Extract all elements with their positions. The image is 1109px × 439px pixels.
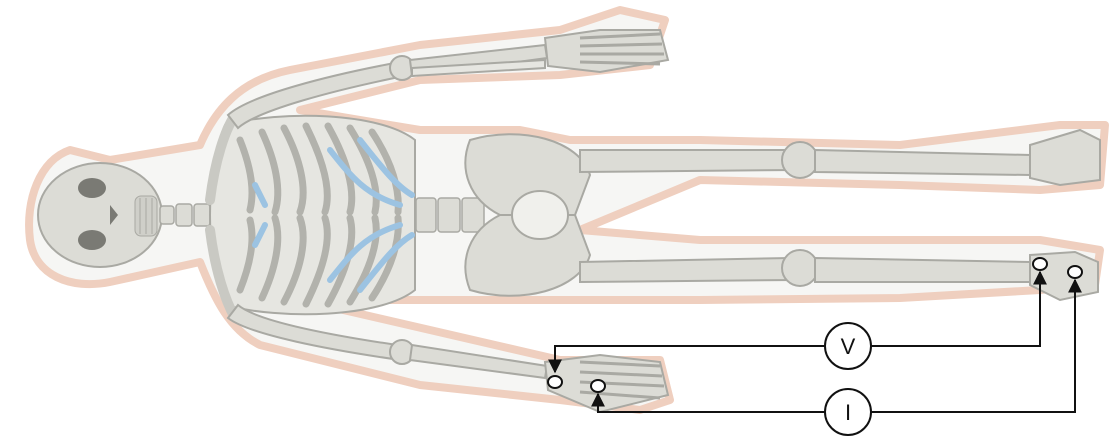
electrode-hand-current bbox=[591, 380, 605, 392]
rib-cage bbox=[210, 116, 415, 315]
ammeter: I bbox=[825, 389, 871, 435]
skull bbox=[38, 163, 162, 267]
ammeter-label: I bbox=[845, 400, 851, 425]
voltmeter-label: V bbox=[841, 334, 856, 359]
electrode-foot-current bbox=[1068, 266, 1082, 278]
voltmeter: V bbox=[825, 323, 871, 369]
electrode-foot-voltage bbox=[1033, 258, 1047, 270]
electrode-hand-voltage bbox=[548, 376, 562, 388]
